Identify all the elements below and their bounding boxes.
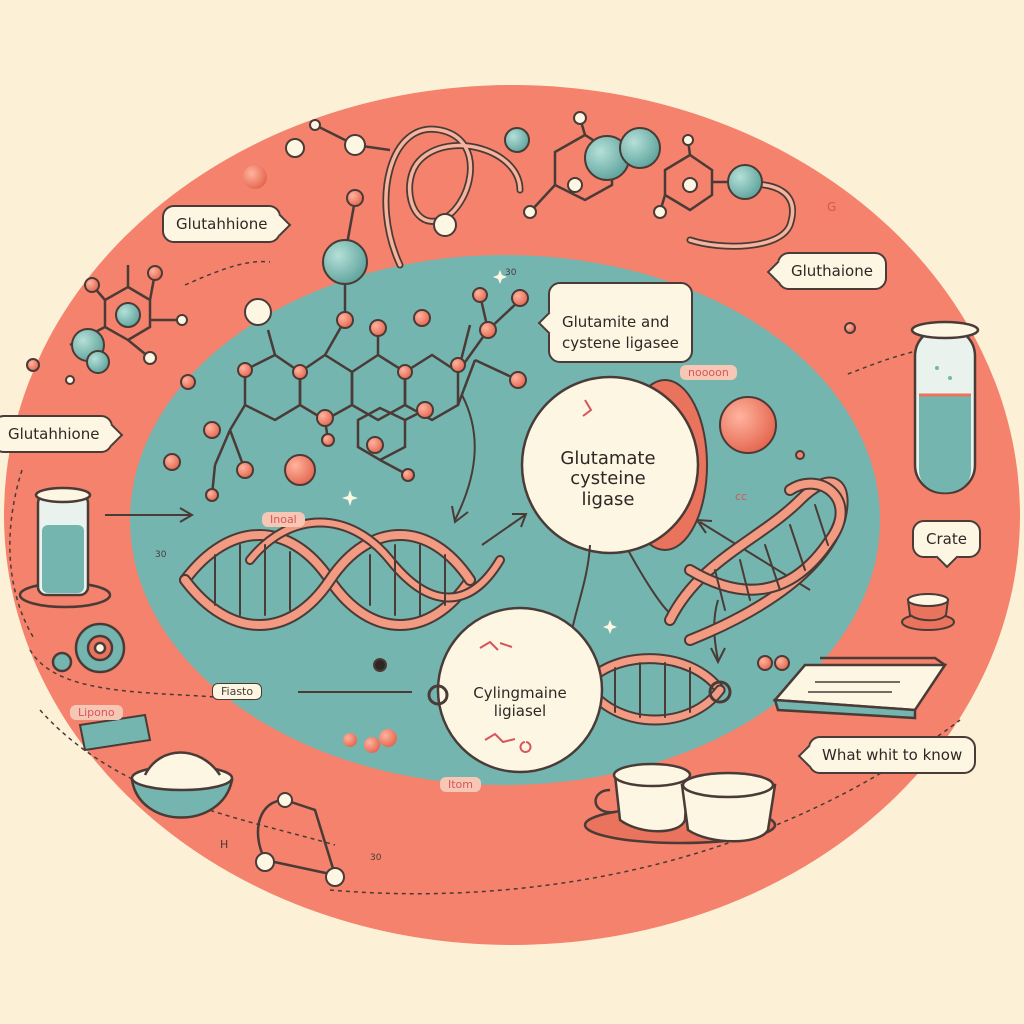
tag-letter-g: G	[827, 200, 837, 214]
lower-circle-label: Cylingmaine ligiasel	[473, 684, 567, 720]
tag-fiasto: Fiasto	[212, 683, 263, 700]
enzyme-circle-upper	[520, 375, 708, 641]
dna-helix-left	[179, 517, 505, 631]
inner-oval	[130, 255, 880, 785]
top-atoms	[243, 111, 763, 237]
test-tube-left	[18, 486, 112, 609]
tag-30-top: 30	[505, 268, 517, 278]
callout-glutamate-cysteine-ligase: Glutamite and cystene ligasee	[548, 282, 693, 363]
tag-lipono: Lipono	[70, 705, 123, 720]
tag-itom: Itom	[440, 777, 482, 792]
callout-label: Glutahhione	[8, 425, 100, 443]
callout-label: What whit to know	[822, 746, 963, 764]
dashed-connectors	[9, 260, 961, 895]
enzyme-circle-lower	[427, 606, 604, 774]
teacup	[901, 593, 955, 631]
test-tube-right	[910, 320, 980, 495]
central-atoms	[163, 189, 805, 672]
callout-crate: Crate	[912, 520, 981, 558]
cups-right	[583, 762, 777, 845]
tag-inoal: Inoal	[262, 512, 305, 527]
callout-glutathione-top-left: Glutahhione	[162, 205, 282, 243]
dna-helix-right	[664, 476, 849, 646]
callout-glutathione-top-right: Gluthaione	[777, 252, 887, 290]
callout-label: Glutahhione	[176, 215, 268, 233]
callout-label: Crate	[926, 530, 967, 548]
callout-label: Glutamite and cystene ligasee	[562, 313, 679, 352]
tag-cc: cc	[735, 490, 748, 503]
tag-30-small: 30	[155, 550, 167, 560]
book	[772, 656, 948, 720]
tag-30-bottom: 30	[370, 853, 382, 863]
tag-h: H	[220, 838, 229, 851]
gear-icon	[51, 622, 126, 674]
dna-helix-bottom	[584, 653, 732, 726]
tag-noooon: noooon	[680, 365, 737, 380]
callout-glutathione-left: Glutahhione	[0, 415, 114, 453]
bowl-left	[130, 751, 234, 819]
upper-circle-label: Glutamate cysteine ligase	[560, 447, 656, 511]
sparkles	[342, 270, 617, 634]
note-card	[78, 713, 152, 752]
callout-what-to-know: What whit to know	[808, 736, 977, 774]
callout-label: Gluthaione	[791, 262, 873, 280]
